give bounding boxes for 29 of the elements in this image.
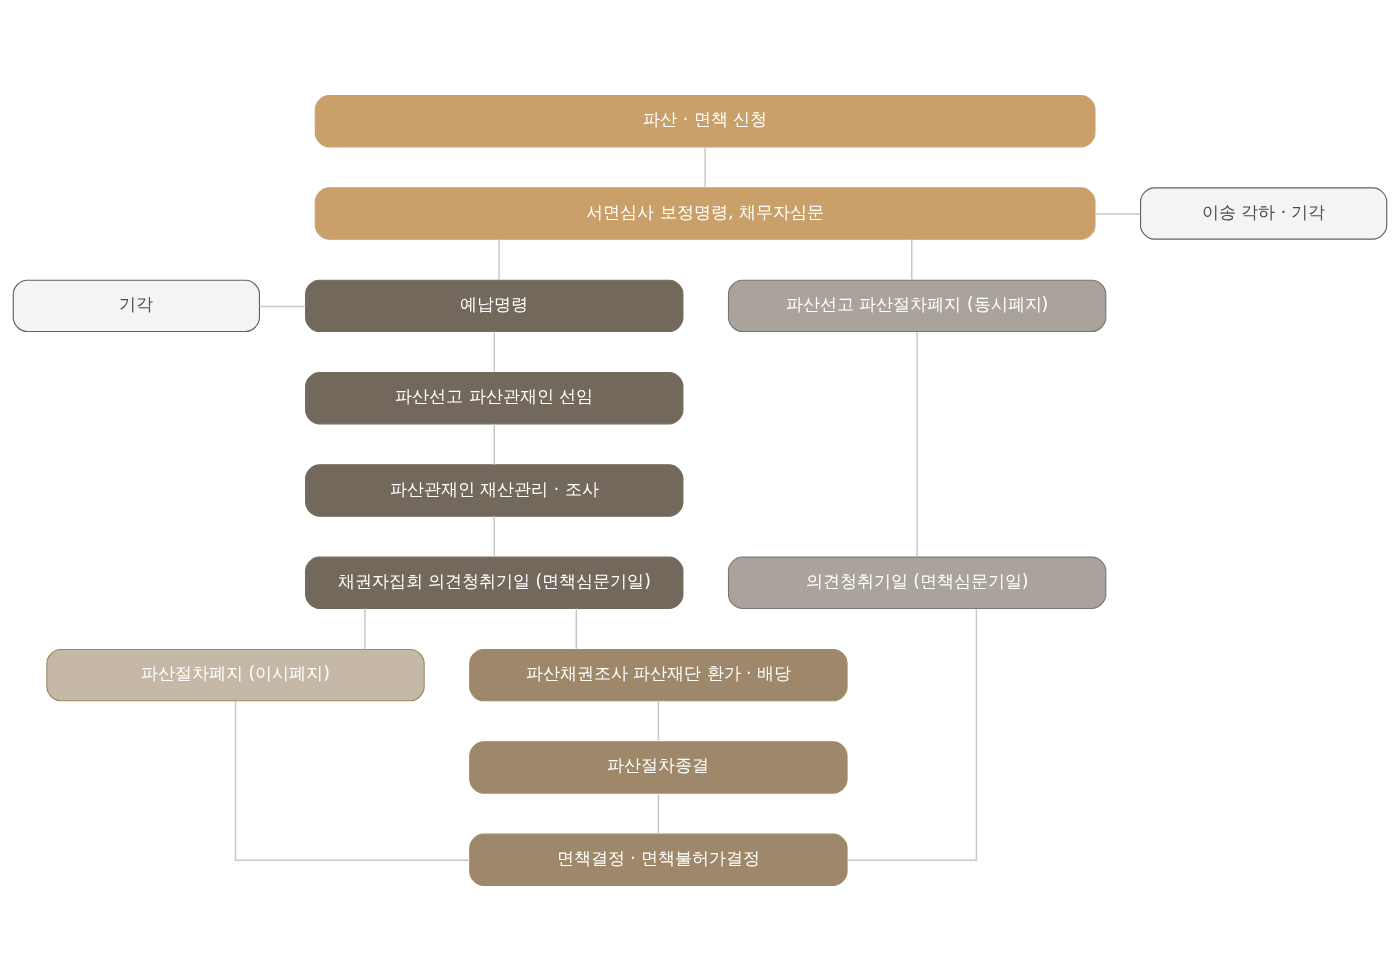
- node-box: 파산관재인 재산관리 · 조사: [305, 463, 684, 517]
- connector: [916, 330, 918, 558]
- node-box: 이송 각하 · 기각: [1139, 186, 1388, 240]
- node-box: 파산절차폐지 (이시폐지): [46, 648, 425, 701]
- node-box: 예납명령: [305, 279, 684, 332]
- connector: [846, 607, 978, 861]
- connector: [498, 238, 500, 281]
- node-box: 파산채권조사 파산재단 환가 · 배당: [469, 648, 848, 701]
- connector: [1094, 212, 1142, 215]
- connector: [657, 791, 660, 835]
- node-box: 기각: [12, 279, 261, 332]
- node-box: 면책결정 · 면책불허가결정: [469, 833, 848, 886]
- connector: [234, 699, 471, 861]
- connector: [911, 238, 913, 281]
- connector: [493, 330, 495, 373]
- node-box: 파산절차종결: [469, 740, 848, 794]
- node-box: 서면심사 보정명령, 채무자심문: [314, 186, 1096, 240]
- connector: [704, 145, 706, 188]
- connector: [575, 607, 578, 650]
- node-box: 파산선고 파산절차폐지 (동시폐지): [727, 279, 1107, 332]
- node-box: 채권자집회 의견청취기일 (면책심문기일): [305, 556, 684, 609]
- connector: [493, 422, 495, 465]
- node-box: 파산선고 파산관재인 선임: [305, 371, 684, 424]
- node-box: 파산 · 면책 신청: [314, 94, 1096, 147]
- connector: [258, 305, 307, 307]
- connector: [657, 699, 660, 742]
- node-box: 의견청취기일 (면책심문기일): [727, 556, 1107, 609]
- connector: [364, 607, 366, 650]
- connector: [493, 514, 495, 558]
